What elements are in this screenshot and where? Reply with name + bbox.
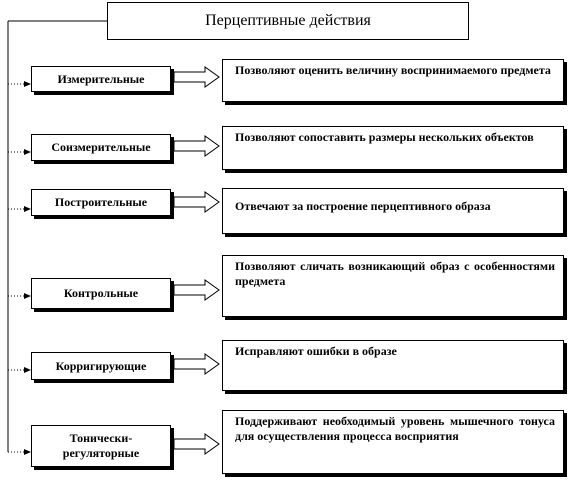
action-description-box-correcting: Исправляют ошибки в образе	[222, 340, 564, 391]
action-description: Позволяют сличать возникающий образ с ос…	[235, 259, 555, 288]
action-description-box-constructing: Отвечают за построение перцептивного обр…	[222, 188, 564, 234]
arrowhead	[24, 149, 31, 155]
action-name-box-measuring: Измерительные	[31, 66, 171, 92]
branch-arrows	[8, 81, 31, 455]
arrowhead	[24, 449, 31, 455]
arrowhead	[24, 367, 31, 373]
action-description: Позволяют сопоставить размеры нескольких…	[235, 130, 534, 144]
action-description-box-controlling: Позволяют сличать возникающий образ с ос…	[222, 255, 564, 317]
arrowhead	[24, 81, 31, 87]
arrowhead	[24, 206, 31, 212]
action-description-box-measuring: Позволяют оценить величину воспринимаемо…	[222, 59, 564, 102]
action-description-box-commensurating: Позволяют сопоставить размеры нескольких…	[222, 126, 564, 170]
arrowhead	[24, 293, 31, 299]
action-name: Корригирующие	[55, 358, 147, 373]
action-name: Тонически-регуляторные	[62, 431, 140, 460]
action-name-box-constructing: Построительные	[31, 189, 171, 216]
action-name-box-commensurating: Соизмерительные	[31, 134, 171, 161]
action-name: Построительные	[54, 195, 148, 209]
action-name: Измерительные	[57, 71, 145, 86]
block-arrow	[173, 279, 220, 301]
action-name-box-controlling: Контрольные	[31, 278, 171, 309]
block-arrow	[173, 191, 220, 213]
block-arrow	[173, 66, 220, 88]
action-name: Контрольные	[63, 286, 139, 300]
action-description: Поддерживают необходимый уровень мышечно…	[235, 414, 555, 443]
block-arrow	[173, 135, 220, 157]
block-arrows	[173, 66, 220, 455]
action-description: Отвечают за построение перцептивного обр…	[235, 199, 491, 213]
action-description: Позволяют оценить величину воспринимаемо…	[235, 63, 551, 77]
diagram-title-text: Перцептивные действия	[205, 12, 371, 29]
action-description: Исправляют ошибки в образе	[235, 344, 397, 358]
block-arrow	[173, 353, 220, 375]
action-name: Соизмерительные	[51, 140, 151, 154]
diagram-title: Перцептивные действия	[107, 2, 469, 40]
block-arrow	[173, 433, 220, 455]
action-name-box-tonic-regulatory: Тонически-регуляторные	[31, 425, 171, 467]
action-description-box-tonic-regulatory: Поддерживают необходимый уровень мышечно…	[222, 410, 564, 474]
action-name-box-correcting: Корригирующие	[31, 352, 171, 380]
